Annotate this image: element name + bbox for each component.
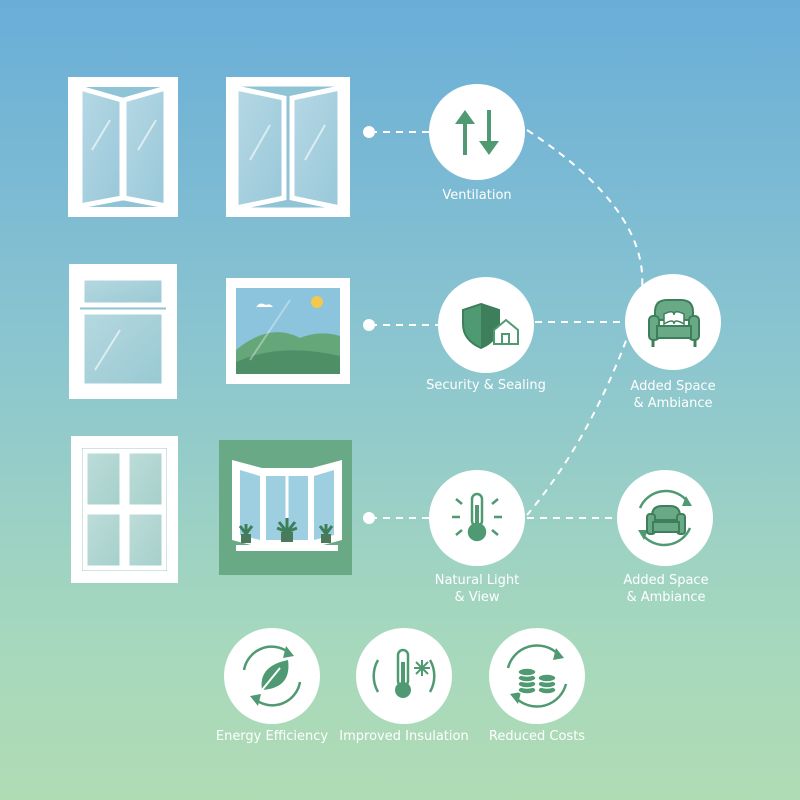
- label-added-space-bottom-line2: & Ambiance: [626, 590, 706, 605]
- benefit-improved-insulation: [356, 628, 452, 724]
- plant-icon: [318, 524, 334, 543]
- label-reduced-costs: Reduced Costs: [488, 729, 586, 744]
- label-security-sealing: Security & Sealing: [426, 378, 546, 393]
- leaf-cycle-icon: [242, 645, 302, 707]
- open-casement-window-icon: [226, 77, 350, 217]
- awning-window-icon: [69, 264, 177, 399]
- connector-dot: [363, 512, 375, 524]
- plant-icon: [238, 524, 254, 543]
- benefit-energy-efficiency: [224, 628, 320, 724]
- benefit-security: [438, 277, 534, 373]
- label-natural-light: Natural Light & View: [412, 572, 542, 606]
- label-added-space-bottom: Added Space & Ambiance: [601, 572, 731, 606]
- coins-cycle-icon: [506, 644, 568, 708]
- thermometer-sun-icon: [452, 492, 502, 542]
- picture-window-icon: [226, 278, 350, 384]
- armchair-cycle-icon: [638, 489, 692, 547]
- shield-house-icon: [462, 302, 519, 350]
- label-energy-efficiency: Energy Efficiency: [215, 729, 329, 744]
- label-added-space-top-line2: & Ambiance: [633, 396, 713, 411]
- label-added-space-top: Added Space & Ambiance: [608, 378, 738, 412]
- label-added-space-top-line1: Added Space: [630, 379, 716, 394]
- label-natural-light-line1: Natural Light: [434, 573, 520, 588]
- label-ventilation: Ventilation: [442, 188, 512, 203]
- benefit-reduced-costs: [489, 628, 585, 724]
- label-improved-insulation: Improved Insulation: [339, 729, 469, 744]
- up-down-arrows-icon: [455, 110, 499, 155]
- connector-dot: [363, 126, 375, 138]
- connector-dots: [363, 126, 375, 524]
- label-added-space-bottom-line1: Added Space: [623, 573, 709, 588]
- benefit-space-bottom: [617, 470, 713, 566]
- armchair-book-icon: [648, 299, 700, 347]
- thermometer-snowflake-icon: [372, 648, 436, 698]
- benefit-natural-light: [429, 470, 525, 566]
- casement-window-icon: [68, 77, 178, 217]
- label-natural-light-line2: & View: [454, 590, 500, 605]
- bay-window-icon: [219, 440, 352, 575]
- grid-window-icon: [71, 436, 178, 583]
- plant-icon: [276, 518, 298, 542]
- connector-dot: [363, 319, 375, 331]
- benefit-space-top: [625, 274, 721, 370]
- benefit-ventilation: [429, 84, 525, 180]
